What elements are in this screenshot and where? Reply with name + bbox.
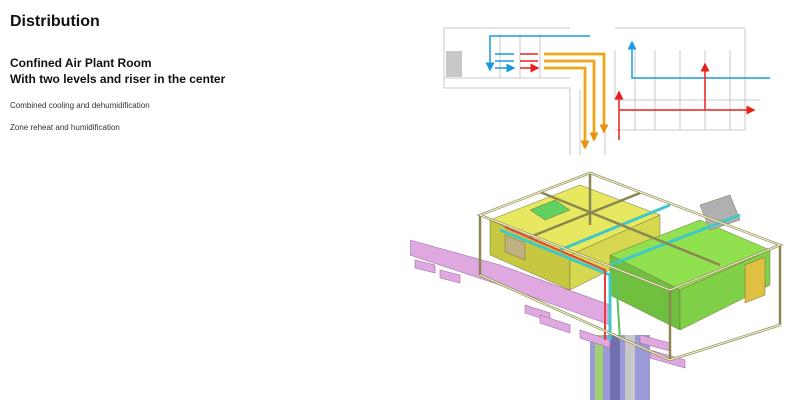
slide-title: Distribution — [10, 13, 100, 30]
subtitle-line-1: Confined Air Plant Room — [10, 56, 152, 70]
pipework — [499, 203, 741, 341]
pink-ducts — [410, 239, 686, 369]
airflow-section-diagram — [443, 27, 770, 155]
bullet-cooling: Combined cooling and dehumidification — [10, 101, 150, 110]
subtitle-line-2: With two levels and riser in the center — [10, 72, 226, 86]
bullet-reheat: Zone reheat and humidification — [10, 123, 120, 132]
plant-room-3d-model — [410, 171, 784, 400]
building-outline — [443, 27, 760, 155]
riser-shaft — [590, 335, 650, 400]
equipment-block — [446, 51, 462, 77]
